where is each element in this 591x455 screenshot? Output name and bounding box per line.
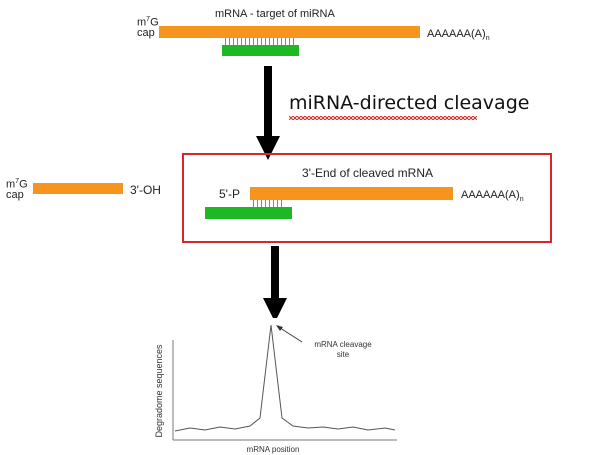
- spellcheck-underline: [289, 116, 477, 120]
- plot-background: [145, 318, 415, 455]
- left-cap-label: m7G cap: [6, 177, 28, 200]
- cleaved-fragment-box: [182, 153, 552, 243]
- top-mrna-strand: [159, 26, 420, 38]
- cleaved-polya-tail: AAAAAA(A)n: [461, 190, 524, 205]
- top-mirna-strand: [222, 45, 299, 56]
- top-cap-word: cap: [137, 26, 155, 39]
- cleaved-polya-text: AAAAAA(A): [461, 189, 520, 201]
- annotation-arrowhead: [276, 325, 283, 331]
- top-polya-text: AAAAAA(A): [427, 28, 486, 40]
- top-polya-tail: AAAAAA(A)n: [427, 29, 490, 44]
- plot-y-label: Degradome sequences: [154, 344, 164, 438]
- cleaved-polya-subscript: n: [519, 196, 524, 204]
- plot-x-label: mRNA position: [247, 445, 300, 454]
- annotation-line-2: site: [337, 350, 350, 359]
- cleaved-mrna-strand: [250, 187, 453, 200]
- cleavage-step-label: miRNA-directed cleavage: [289, 92, 530, 114]
- top-polya-subscript: n: [485, 35, 490, 43]
- left-cap-m: m: [6, 178, 16, 191]
- annotation-line-1: mRNA cleavage: [314, 340, 372, 349]
- left-cap-word: cap: [6, 188, 24, 201]
- left-cap-g: G: [19, 178, 28, 191]
- top-cap-label: m7G cap: [137, 15, 159, 38]
- top-mrna-title: mRNA - target of miRNA: [215, 8, 335, 20]
- top-cap-superscript: 7: [146, 16, 151, 23]
- top-cap-m: m: [137, 16, 147, 29]
- cleaved-mirna-strand: [205, 207, 292, 219]
- top-cap-g: G: [150, 16, 159, 29]
- left-cap-superscript: 7: [15, 178, 20, 185]
- cleaved-base-pairing: [253, 200, 282, 208]
- cleavage-arrow: [256, 66, 280, 160]
- left-fragment-3oh-label: 3'-OH: [130, 183, 161, 197]
- left-fragment-strand: [33, 183, 123, 194]
- cleaved-title: 3'-End of cleaved mRNA: [302, 166, 434, 180]
- top-base-pairing: [225, 38, 297, 46]
- degradome-plot: mRNA cleavage site Degradome sequences m…: [145, 318, 415, 455]
- degradome-signal-line: [174, 324, 396, 432]
- degradome-arrow: [263, 246, 287, 322]
- five-prime-phosphate-label: 5'-P: [219, 187, 240, 201]
